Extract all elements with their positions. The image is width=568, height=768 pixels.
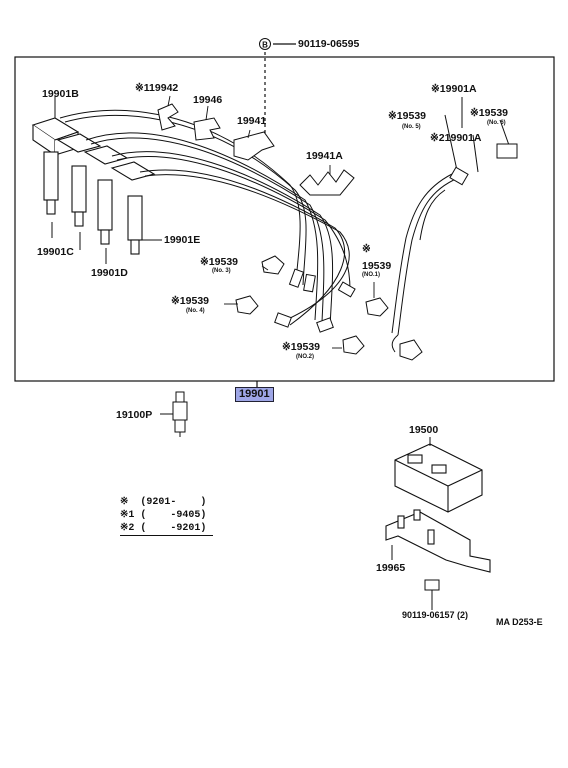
part-label-19901b[interactable]: 19901B [42, 88, 79, 100]
legend-row-2: ※1 ( -9405) [120, 510, 207, 521]
part-sub-no3: (No. 3) [212, 268, 231, 274]
diagram-code: MA D253-E [496, 617, 543, 627]
part-sub-no6: (No. 6) [487, 120, 506, 126]
igniter-icon [394, 443, 483, 513]
part-sub-no4: (No. 4) [186, 308, 205, 314]
part-label-19539-no3[interactable]: ※19539 [200, 256, 238, 268]
part-label-19946[interactable]: 19946 [193, 94, 223, 106]
part-label-19539-no6[interactable]: ※19539 [470, 107, 508, 119]
plug-wire-long [391, 97, 511, 353]
assembly-frame [14, 56, 555, 382]
part-label-19539-no5[interactable]: ※19539 [388, 110, 426, 122]
wire-boot-icon [274, 268, 356, 333]
legend-divider [120, 535, 213, 536]
part-label-bolt-bottom[interactable]: 90119-06157 (2) [402, 610, 469, 620]
part-label-19941a[interactable]: 19941A [306, 150, 343, 162]
part-label-19539-no1[interactable]: 19539 [362, 260, 392, 272]
wire-bundle [59, 109, 351, 329]
part-label-19901e[interactable]: 19901E [164, 234, 201, 246]
coil-cap-icon [31, 117, 156, 255]
part-label-19901a[interactable]: ※19901A [431, 83, 477, 95]
part-label-bolt-top[interactable]: 90119-06595 [298, 38, 360, 50]
part-label-19941[interactable]: 19941 [237, 115, 267, 127]
part-label-19100p[interactable]: 19100P [116, 409, 153, 421]
part-label-19500[interactable]: 19500 [409, 424, 439, 436]
part-label-19942[interactable]: ※119942 [135, 82, 179, 94]
part-label-19539-no2[interactable]: ※19539 [282, 341, 320, 353]
part-label-19901c[interactable]: 19901C [37, 246, 74, 258]
part-label-19901d[interactable]: 19901D [91, 267, 128, 279]
wire-clip-icon [157, 103, 355, 196]
circle-b-icon [259, 38, 271, 50]
part-sub-no5: (No. 5) [402, 124, 421, 130]
part-sub-no2: (NO.2) [296, 354, 314, 360]
part-label-19965[interactable]: 19965 [376, 562, 406, 574]
svg-text:B: B [262, 41, 268, 50]
part-label-19901a-2[interactable]: ※219901A [430, 132, 482, 144]
plug-boot-icon [235, 255, 423, 361]
bolt-icon [424, 579, 440, 602]
bracket-icon [385, 509, 491, 573]
spark-plug-icon [172, 391, 188, 437]
part-sub-no1: (NO.1) [362, 272, 380, 278]
legend-row-3: ※2 ( -9201) [120, 523, 207, 534]
part-label-19539-no1-mark: ※ [362, 243, 371, 255]
legend-row-1: ※ (9201- ) [120, 497, 207, 508]
part-label-19539-no4[interactable]: ※19539 [171, 295, 209, 307]
assembly-label-19901[interactable]: 19901 [235, 387, 274, 402]
